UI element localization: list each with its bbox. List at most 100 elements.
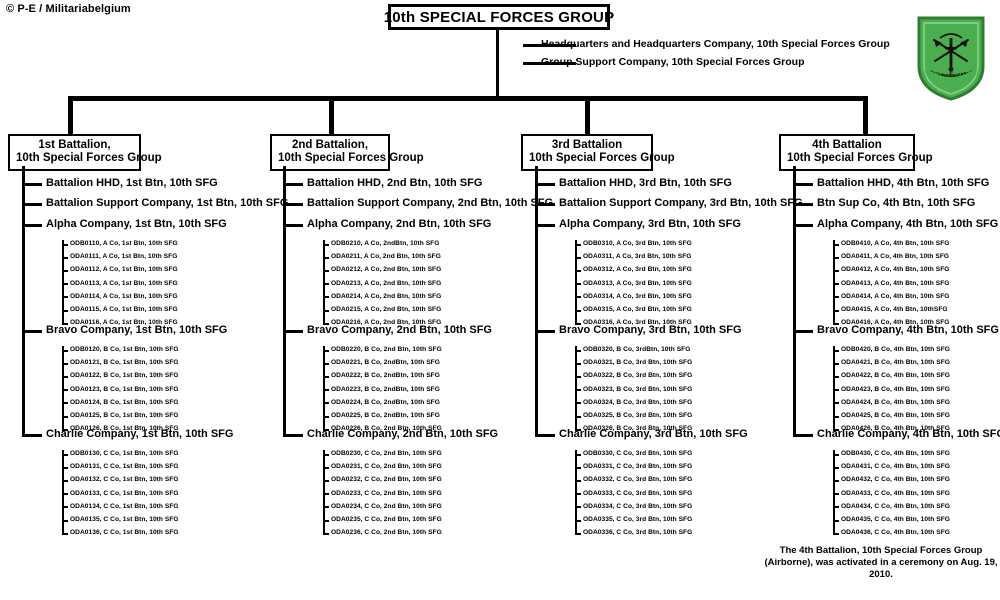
team-label[interactable]: ODA0124, B Co, 1st Btn, 10th SFG (70, 398, 179, 406)
team-label[interactable]: ODA0223, B Co, 2ndBtn, 10th SFG (331, 385, 440, 393)
team-label[interactable]: ODA0213, A Co, 2nd Btn, 10th SFG (331, 279, 442, 287)
team-label[interactable]: ODA0411, A Co, 4th Btn, 10th SFG (841, 253, 950, 261)
team-label[interactable]: ODA0316, A Co, 3rd Btn, 10th SFG (583, 319, 692, 327)
battalion-box-4[interactable]: 4th Battalion 10th Special Forces Group (779, 134, 933, 171)
team-label[interactable]: ODA0416, A Co, 4th Btn, 10th SFG (841, 319, 950, 327)
company-label[interactable]: Charlie Company, 2nd Btn, 10th SFG (307, 428, 499, 440)
team-label[interactable]: ODA0121, B Co, 1st Btn, 10th SFG (70, 359, 179, 367)
team-label[interactable]: ODA0315, A Co, 3rd Btn, 10th SFG (583, 306, 692, 313)
team-label[interactable]: ODB0310, A Co, 3rd Btn, 10th SFG (583, 240, 692, 247)
team-label[interactable]: ODA0413, A Co, 4th Btn, 10th SFG (841, 279, 950, 287)
team-label[interactable]: ODA0433, C Co, 4th Btn, 10th SFG (841, 489, 950, 497)
company-label[interactable]: Alpha Company, 2nd Btn, 10th SFG (307, 218, 492, 230)
team-label[interactable]: ODA0133, C Co, 1st Btn, 10th SFG (70, 489, 179, 497)
team-label[interactable]: ODA0421, B Co, 4th Btn, 10th SFG (841, 359, 950, 367)
team-label[interactable]: ODA0233, C Co, 2nd Btn, 10th SFG (331, 489, 442, 497)
company-label[interactable]: Bravo Company, 1st Btn, 10th SFG (46, 324, 228, 336)
team-label[interactable]: ODB0330, C Co, 3rd Btn, 10th SFG (583, 450, 693, 457)
team-label[interactable]: ODA0126, B Co, 1st Btn, 10th SFG (70, 425, 179, 433)
team-label[interactable]: ODA0331, C Co, 3rd Btn, 10th SFG (583, 463, 693, 471)
company-label[interactable]: Charlie Company, 4th Btn, 10th SFG (817, 428, 1000, 440)
company-label[interactable]: Bravo Company, 2nd Btn, 10th SFG (307, 324, 492, 336)
team-label[interactable]: ODA0212, A Co, 2nd Btn, 10th SFG (331, 266, 442, 274)
team-label[interactable]: ODA0234, C Co, 2nd Btn, 10th SFG (331, 502, 442, 510)
support-unit-label[interactable]: Battalion Support Company, 3rd Btn, 10th… (559, 197, 803, 209)
team-label[interactable]: ODA0123, B Co, 1st Btn, 10th SFG (70, 385, 179, 393)
team-label[interactable]: ODB0430, C Co, 4th Btn, 10th SFG (841, 450, 950, 457)
team-label[interactable]: ODA0211, A Co, 2nd Btn, 10th SFG (331, 253, 441, 261)
team-label[interactable]: ODA0113, A Co, 1st Btn, 10th SFG (70, 279, 178, 287)
team-label[interactable]: ODA0225, B Co, 2ndBtn, 10th SFG (331, 412, 440, 419)
team-label[interactable]: ODA0231, C Co, 2nd Btn, 10th SFG (331, 463, 442, 471)
support-unit-label[interactable]: Btn Sup Co, 4th Btn, 10th SFG (817, 197, 976, 209)
company-label[interactable]: Bravo Company, 4th Btn, 10th SFG (817, 324, 999, 336)
team-label[interactable]: ODB0230, C Co, 2nd Btn, 10th SFG (331, 450, 442, 457)
company-label[interactable]: Bravo Company, 3rd Btn, 10th SFG (559, 324, 742, 336)
team-label[interactable]: ODB0420, B Co, 4th Btn, 10th SFG (841, 346, 950, 353)
team-label[interactable]: ODA0431, C Co, 4th Btn, 10th SFG (841, 463, 950, 471)
team-label[interactable]: ODA0232, C Co, 2nd Btn, 10th SFG (331, 476, 442, 484)
support-unit-label[interactable]: Battalion HHD, 2nd Btn, 10th SFG (307, 177, 483, 189)
team-label[interactable]: ODA0314, A Co, 3rd Btn, 10th SFG (583, 292, 692, 300)
team-label[interactable]: ODA0111, A Co, 1st Btn, 10th SFG (70, 253, 178, 261)
team-label[interactable]: ODA0422, B Co, 4th Btn, 10th SFG (841, 372, 950, 380)
team-label[interactable]: ODA0321, B Co, 3rd Btn, 10th SFG (583, 359, 693, 367)
team-label[interactable]: ODA0221, B Co, 2ndBtn, 10th SFG (331, 359, 440, 367)
team-label[interactable]: ODA0313, A Co, 3rd Btn, 10th SFG (583, 279, 692, 287)
team-label[interactable]: ODA0226, B Co, 2nd Btn, 10th SFG (331, 425, 442, 433)
battalion-box-2[interactable]: 2nd Battalion, 10th Special Forces Group (270, 134, 424, 171)
team-label[interactable]: ODA0215, A Co, 2nd Btn, 10th SFG (331, 306, 442, 313)
battalion-box-1[interactable]: 1st Battalion, 10th Special Forces Group (8, 134, 162, 171)
team-label[interactable]: ODA0136, C Co, 1st Btn, 10th SFG (70, 529, 179, 537)
team-label[interactable]: ODA0334, C Co, 3rd Btn, 10th SFG (583, 502, 693, 510)
team-label[interactable]: ODA0335, C Co, 3rd Btn, 10th SFG (583, 516, 693, 523)
team-label[interactable]: ODA0332, C Co, 3rd Btn, 10th SFG (583, 476, 693, 484)
team-label[interactable]: ODA0235, C Co, 2nd Btn, 10th SFG (331, 516, 442, 523)
company-label[interactable]: Alpha Company, 1st Btn, 10th SFG (46, 218, 227, 230)
team-label[interactable]: ODA0324, B Co, 3rd Btn, 10th SFG (583, 398, 693, 406)
team-label[interactable]: ODA0323, B Co, 3rd Btn, 10th SFG (583, 385, 693, 393)
company-label[interactable]: Alpha Company, 4th Btn, 10th SFG (817, 218, 999, 230)
team-label[interactable]: ODA0132, C Co, 1st Btn, 10th SFG (70, 476, 179, 484)
staff-unit-gsc[interactable]: Group Support Company, 10th Special Forc… (541, 56, 805, 68)
team-label[interactable]: ODA0131, C Co, 1st Btn, 10th SFG (70, 463, 179, 471)
team-label[interactable]: ODB0410, A Co, 4th Btn, 10th SFG (841, 240, 950, 247)
team-label[interactable]: ODA0216, A Co, 2nd Btn, 10th SFG (331, 319, 442, 327)
team-label[interactable]: ODA0214, A Co, 2nd Btn, 10th SFG (331, 292, 442, 300)
support-unit-label[interactable]: Battalion Support Company, 2nd Btn, 10th… (307, 197, 554, 209)
team-label[interactable]: ODA0135, C Co, 1st Btn, 10th SFG (70, 516, 179, 523)
company-label[interactable]: Charlie Company, 3rd Btn, 10th SFG (559, 428, 748, 440)
team-label[interactable]: ODB0320, B Co, 3rdBtn, 10th SFG (583, 346, 691, 353)
team-label[interactable]: ODA0311, A Co, 3rd Btn, 10th SFG (583, 253, 692, 261)
team-label[interactable]: ODA0115, A Co, 1st Btn, 10th SFG (70, 306, 178, 313)
team-label[interactable]: ODA0325, B Co, 3rd Btn, 10th SFG (583, 412, 693, 419)
team-label[interactable]: ODA0236, C Co, 2nd Btn, 10th SFG (331, 529, 442, 537)
team-label[interactable]: ODB0110, A Co, 1st Btn, 10th SFG (70, 240, 178, 247)
team-label[interactable]: ODB0130, C Co, 1st Btn, 10th SFG (70, 450, 179, 457)
team-label[interactable]: ODA0333, C Co, 3rd Btn, 10th SFG (583, 489, 693, 497)
support-unit-label[interactable]: Battalion Support Company, 1st Btn, 10th… (46, 197, 289, 209)
team-label[interactable]: ODA0434, C Co, 4th Btn, 10th SFG (841, 502, 950, 510)
team-label[interactable]: ODA0414, A Co, 4th Btn, 10th SFG (841, 292, 950, 300)
root-group-box[interactable]: 10th SPECIAL FORCES GROUP (384, 4, 614, 30)
team-label[interactable]: ODA0322, B Co, 3rd Btn, 10th SFG (583, 372, 693, 380)
team-label[interactable]: ODA0112, A Co, 1st Btn, 10th SFG (70, 266, 178, 274)
team-label[interactable]: ODA0326, B Co, 3rd Btn, 10th SFG (583, 425, 693, 433)
staff-unit-hhc[interactable]: Headquarters and Headquarters Company, 1… (541, 38, 890, 50)
team-label[interactable]: ODA0114, A Co, 1st Btn, 10th SFG (70, 292, 178, 300)
battalion-box-3[interactable]: 3rd Battalion 10th Special Forces Group (521, 134, 675, 171)
team-label[interactable]: ODA0116, A Co, 1st Btn, 10th SFG (70, 319, 178, 327)
team-label[interactable]: ODA0134, C Co, 1st Btn, 10th SFG (70, 502, 179, 510)
team-label[interactable]: ODA0224, B Co, 2ndBtn, 10th SFG (331, 398, 440, 406)
team-label[interactable]: ODA0426, B Co, 4th Btn, 10th SFG (841, 425, 950, 433)
team-label[interactable]: ODA0336, C Co, 3rd Btn, 10th SFG (583, 529, 693, 537)
support-unit-label[interactable]: Battalion HHD, 4th Btn, 10th SFG (817, 177, 990, 189)
team-label[interactable]: ODA0425, B Co, 4th Btn, 10th SFG (841, 412, 950, 419)
team-label[interactable]: ODA0312, A Co, 3rd Btn, 10th SFG (583, 266, 692, 274)
team-label[interactable]: ODA0424, B Co, 4th Btn, 10th SFG (841, 398, 950, 406)
support-unit-label[interactable]: Battalion HHD, 3rd Btn, 10th SFG (559, 177, 732, 189)
company-label[interactable]: Charlie Company, 1st Btn, 10th SFG (46, 428, 234, 440)
team-label[interactable]: ODA0125, B Co, 1st Btn, 10th SFG (70, 412, 179, 419)
support-unit-label[interactable]: Battalion HHD, 1st Btn, 10th SFG (46, 177, 218, 189)
team-label[interactable]: ODB0120, B Co, 1st Btn, 10th SFG (70, 346, 179, 353)
